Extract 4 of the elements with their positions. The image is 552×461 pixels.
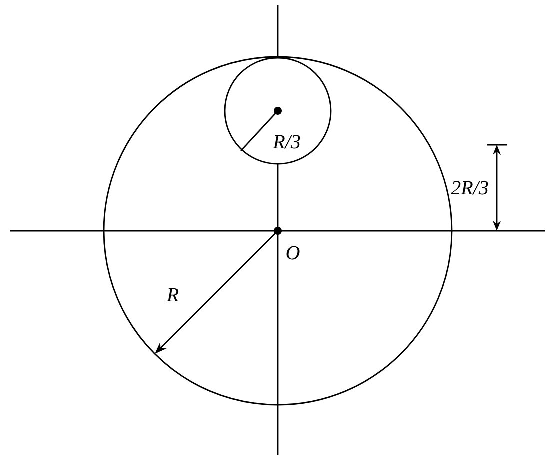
math-label: R [166,288,179,302]
math-label: R/3 [273,135,300,149]
math-label: 2R/3 [451,181,488,195]
math-label: O [286,246,300,260]
